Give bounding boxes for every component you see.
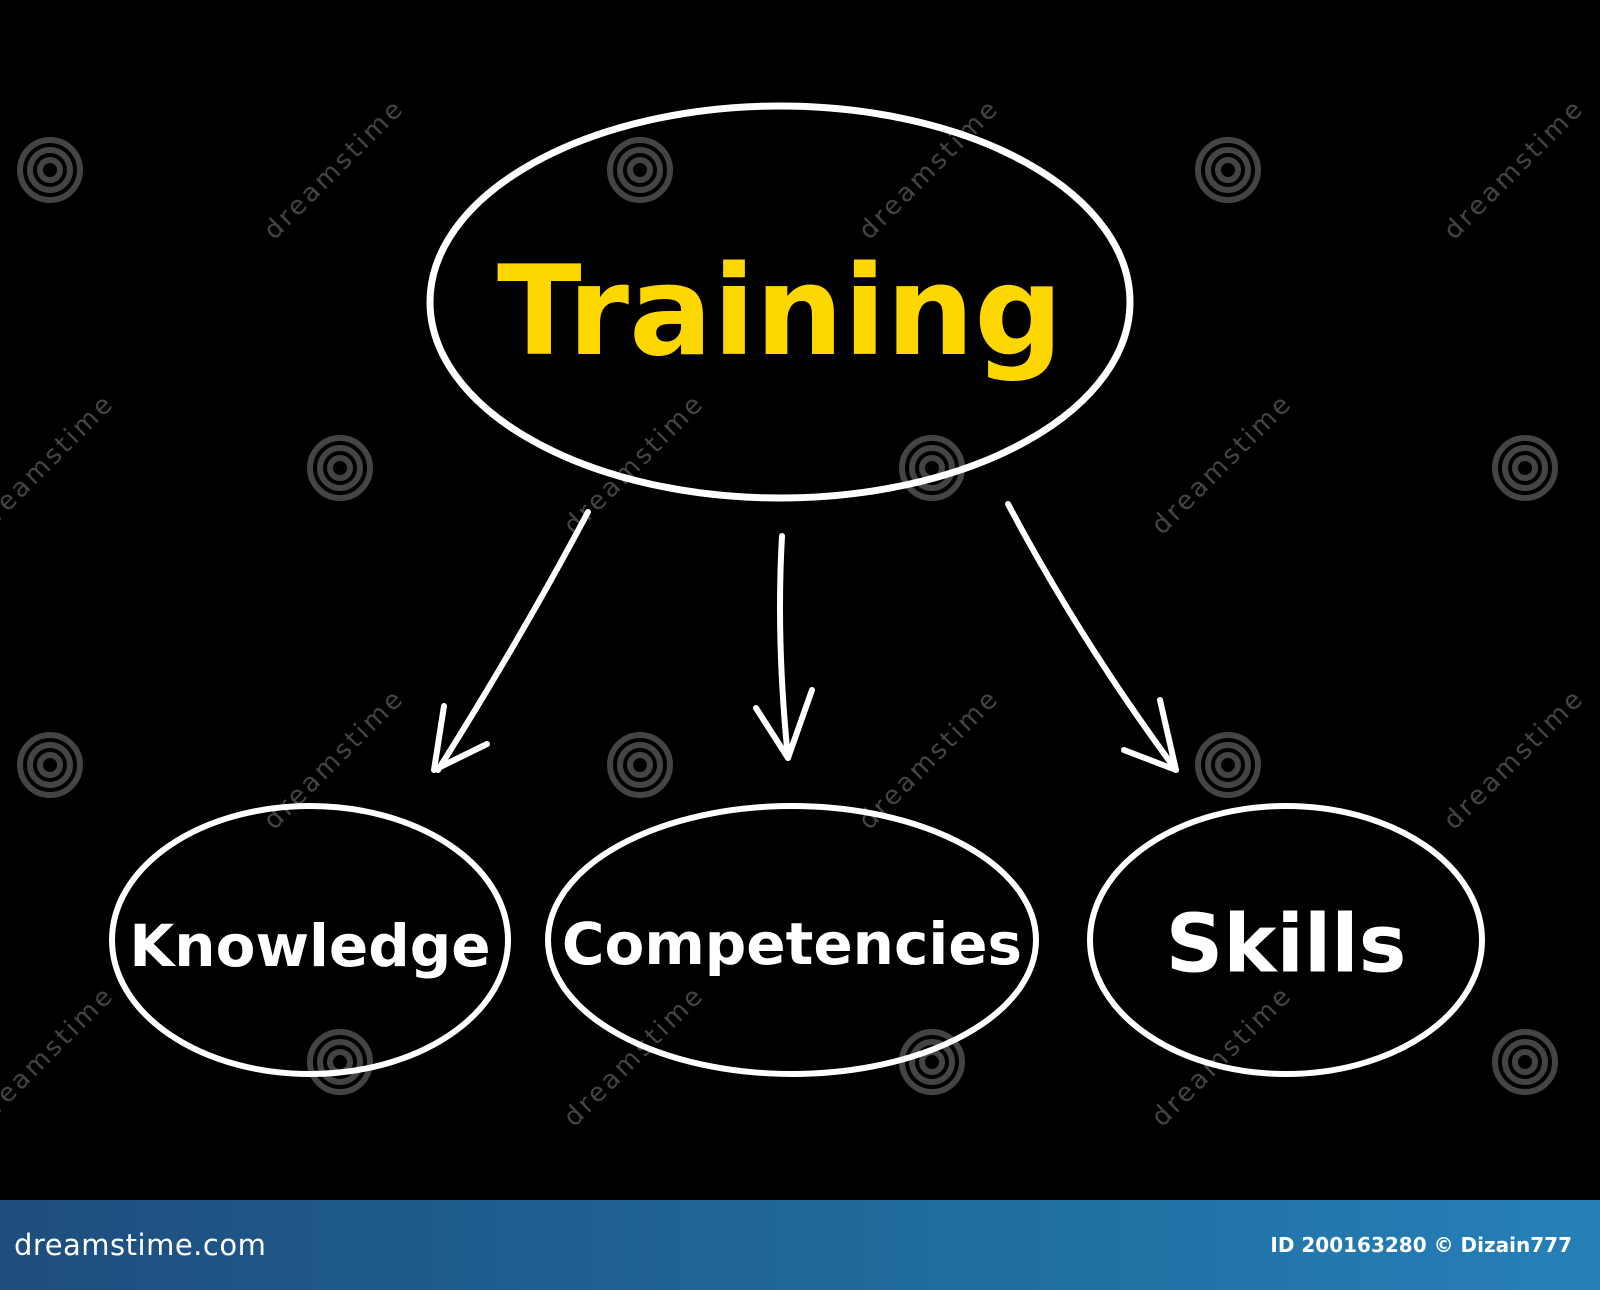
root-label: Training — [497, 240, 1063, 384]
spiral-logo-icon — [899, 435, 965, 501]
spiral-logo-icon — [1195, 137, 1261, 203]
competencies-ellipse — [545, 803, 1039, 1077]
competencies-label: Competencies — [562, 910, 1022, 978]
watermark-text: dreamstime — [1146, 388, 1299, 541]
knowledge-label: Knowledge — [129, 912, 490, 980]
arrowhead-competencies — [753, 687, 815, 761]
watermark-text: dreamstime — [1438, 683, 1591, 836]
root-node: Training — [426, 102, 1134, 502]
spiral-logo-icon — [607, 137, 673, 203]
arrow-to-skills — [1005, 501, 1179, 773]
spiral-logo-icon — [607, 732, 673, 798]
spiral-logo-icon — [1195, 732, 1261, 798]
arrow-to-competencies — [777, 533, 791, 761]
footer-credit: ID 200163280 © Dizain777 — [1270, 1233, 1572, 1257]
spiral-logo-icon — [17, 732, 83, 798]
spiral-logo-icon — [307, 435, 373, 501]
child-node-knowledge: Knowledge — [109, 803, 511, 1077]
root-ellipse — [426, 102, 1134, 502]
child-node-skills: Skills — [1087, 803, 1485, 1077]
mind-map-diagram: dreamstime dreamstime dreamstime dreamstime… — [0, 93, 1591, 1133]
watermark-text: dreamstime — [558, 980, 711, 1133]
watermark-text: dreamstime — [0, 388, 121, 541]
watermark-text: dreamstime — [1438, 93, 1591, 246]
watermark-text: dreamstime — [1146, 980, 1299, 1133]
spiral-logo-icon — [1492, 435, 1558, 501]
arrowhead-knowledge — [431, 703, 490, 773]
spiral-logo-icon — [17, 137, 83, 203]
arrow-to-knowledge — [435, 509, 591, 773]
watermark-text: dreamstime — [258, 683, 411, 836]
knowledge-ellipse — [109, 803, 511, 1077]
watermark-text: dreamstime — [258, 93, 411, 246]
footer-bar: dreamstime.com ID 200163280 © Dizain777 — [0, 1200, 1600, 1290]
connectors — [431, 501, 1179, 773]
footer-brand[interactable]: dreamstime.com — [14, 1228, 267, 1262]
child-node-competencies: Competencies — [545, 803, 1039, 1077]
watermark-text: dreamstime — [0, 980, 121, 1133]
skills-ellipse — [1087, 803, 1485, 1077]
spiral-logo-icon — [307, 1029, 373, 1095]
arrowhead-skills — [1121, 697, 1179, 773]
skills-label: Skills — [1166, 898, 1407, 991]
spiral-logo-icon — [1492, 1029, 1558, 1095]
